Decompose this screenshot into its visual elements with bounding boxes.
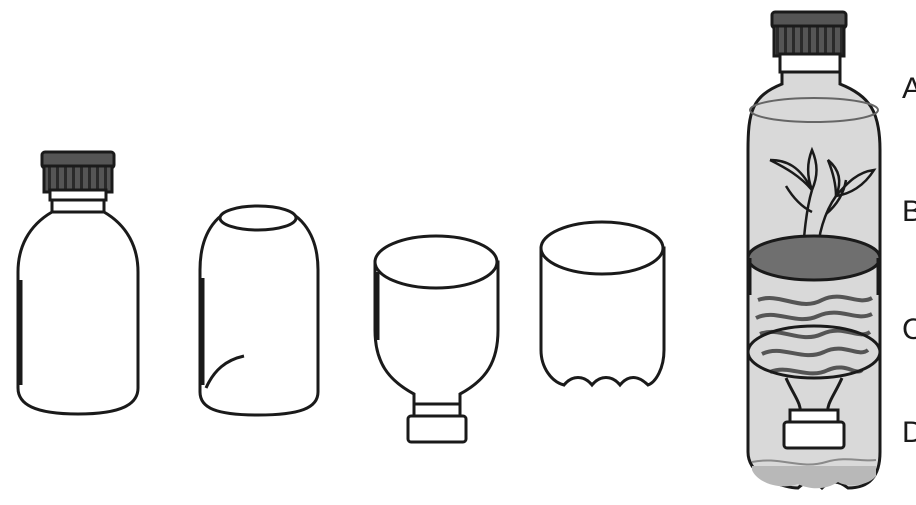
- label-a: A: [902, 74, 916, 104]
- inverted-bottle-funnel-icon: [375, 236, 498, 442]
- bottle-top-dome-icon: [200, 206, 318, 415]
- label-d: D: [902, 418, 916, 448]
- bottle-base-cup-icon: [541, 222, 664, 385]
- label-c: C: [902, 315, 916, 345]
- label-b: B: [902, 197, 916, 227]
- whole-bottle-icon: [18, 152, 138, 414]
- assembled-planter-icon: [748, 12, 880, 488]
